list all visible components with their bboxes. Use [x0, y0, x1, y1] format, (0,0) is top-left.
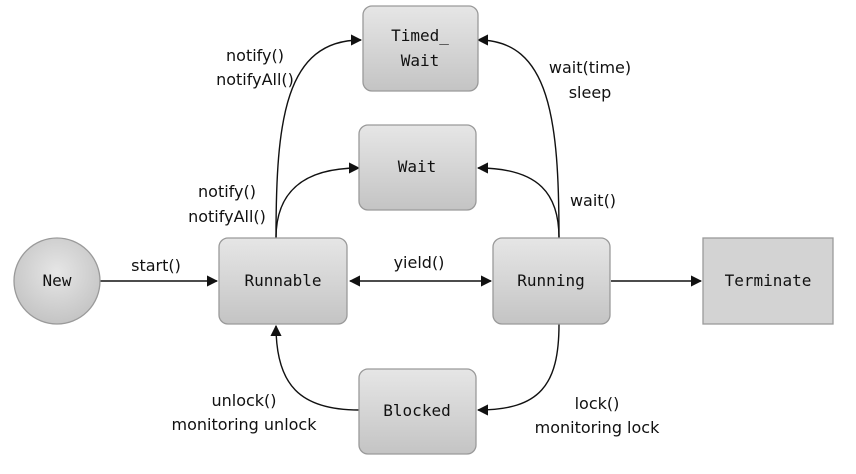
state-terminate-label: Terminate — [725, 271, 812, 290]
label-start: start() — [131, 256, 181, 275]
state-running-label: Running — [517, 271, 584, 290]
state-timed-wait: Timed_ Wait — [362, 5, 479, 92]
state-timed-wait-label-line2: Wait — [401, 51, 440, 70]
state-runnable-label: Runnable — [244, 271, 321, 290]
state-wait: Wait — [358, 124, 477, 211]
label-notify-wait: notify() — [198, 182, 256, 201]
edges — [100, 34, 703, 416]
state-runnable: Runnable — [218, 237, 348, 325]
edge-blocked-to-runnable — [270, 324, 360, 411]
state-timed-wait-label-line1: Timed_ — [391, 26, 449, 45]
state-runnable-shape — [218, 237, 348, 325]
state-wait-label: Wait — [398, 157, 437, 176]
edge-running-to-blocked — [476, 323, 560, 416]
label-notify-timed: notify() — [226, 46, 284, 65]
states: New Runnable Running Terminate Timed_ Wa… — [13, 5, 834, 455]
state-wait-shape — [358, 124, 477, 211]
label-unlock: unlock() — [211, 391, 276, 410]
state-new-label: New — [43, 271, 72, 290]
state-blocked-shape — [358, 368, 477, 455]
edge-runnable-to-timed-wait — [275, 34, 363, 239]
state-terminate: Terminate — [702, 237, 834, 325]
label-lock: lock() — [575, 394, 620, 413]
state-running-shape — [492, 237, 611, 325]
label-monitoring-unlock: monitoring unlock — [171, 415, 317, 434]
edge-running-to-timed-wait — [476, 34, 560, 239]
label-monitoring-lock: monitoring lock — [535, 418, 660, 437]
label-notify-all-wait: notifyAll() — [188, 207, 266, 226]
label-notify-all-timed: notifyAll() — [216, 70, 294, 89]
state-blocked: Blocked — [358, 368, 477, 455]
state-new: New — [13, 237, 101, 325]
state-timed-wait-shape — [362, 5, 479, 92]
state-running: Running — [492, 237, 611, 325]
edge-running-to-wait — [476, 162, 560, 239]
label-wait-time: wait(time) — [549, 58, 631, 77]
label-yield: yield() — [394, 253, 445, 272]
label-wait: wait() — [570, 191, 616, 210]
state-blocked-label: Blocked — [383, 401, 450, 420]
edge-labels: start() yield() notify() notifyAll() wai… — [131, 46, 660, 437]
label-sleep: sleep — [569, 83, 612, 102]
edge-runnable-to-wait — [275, 162, 361, 239]
state-terminate-shape — [702, 237, 834, 325]
state-new-shape — [13, 237, 101, 325]
